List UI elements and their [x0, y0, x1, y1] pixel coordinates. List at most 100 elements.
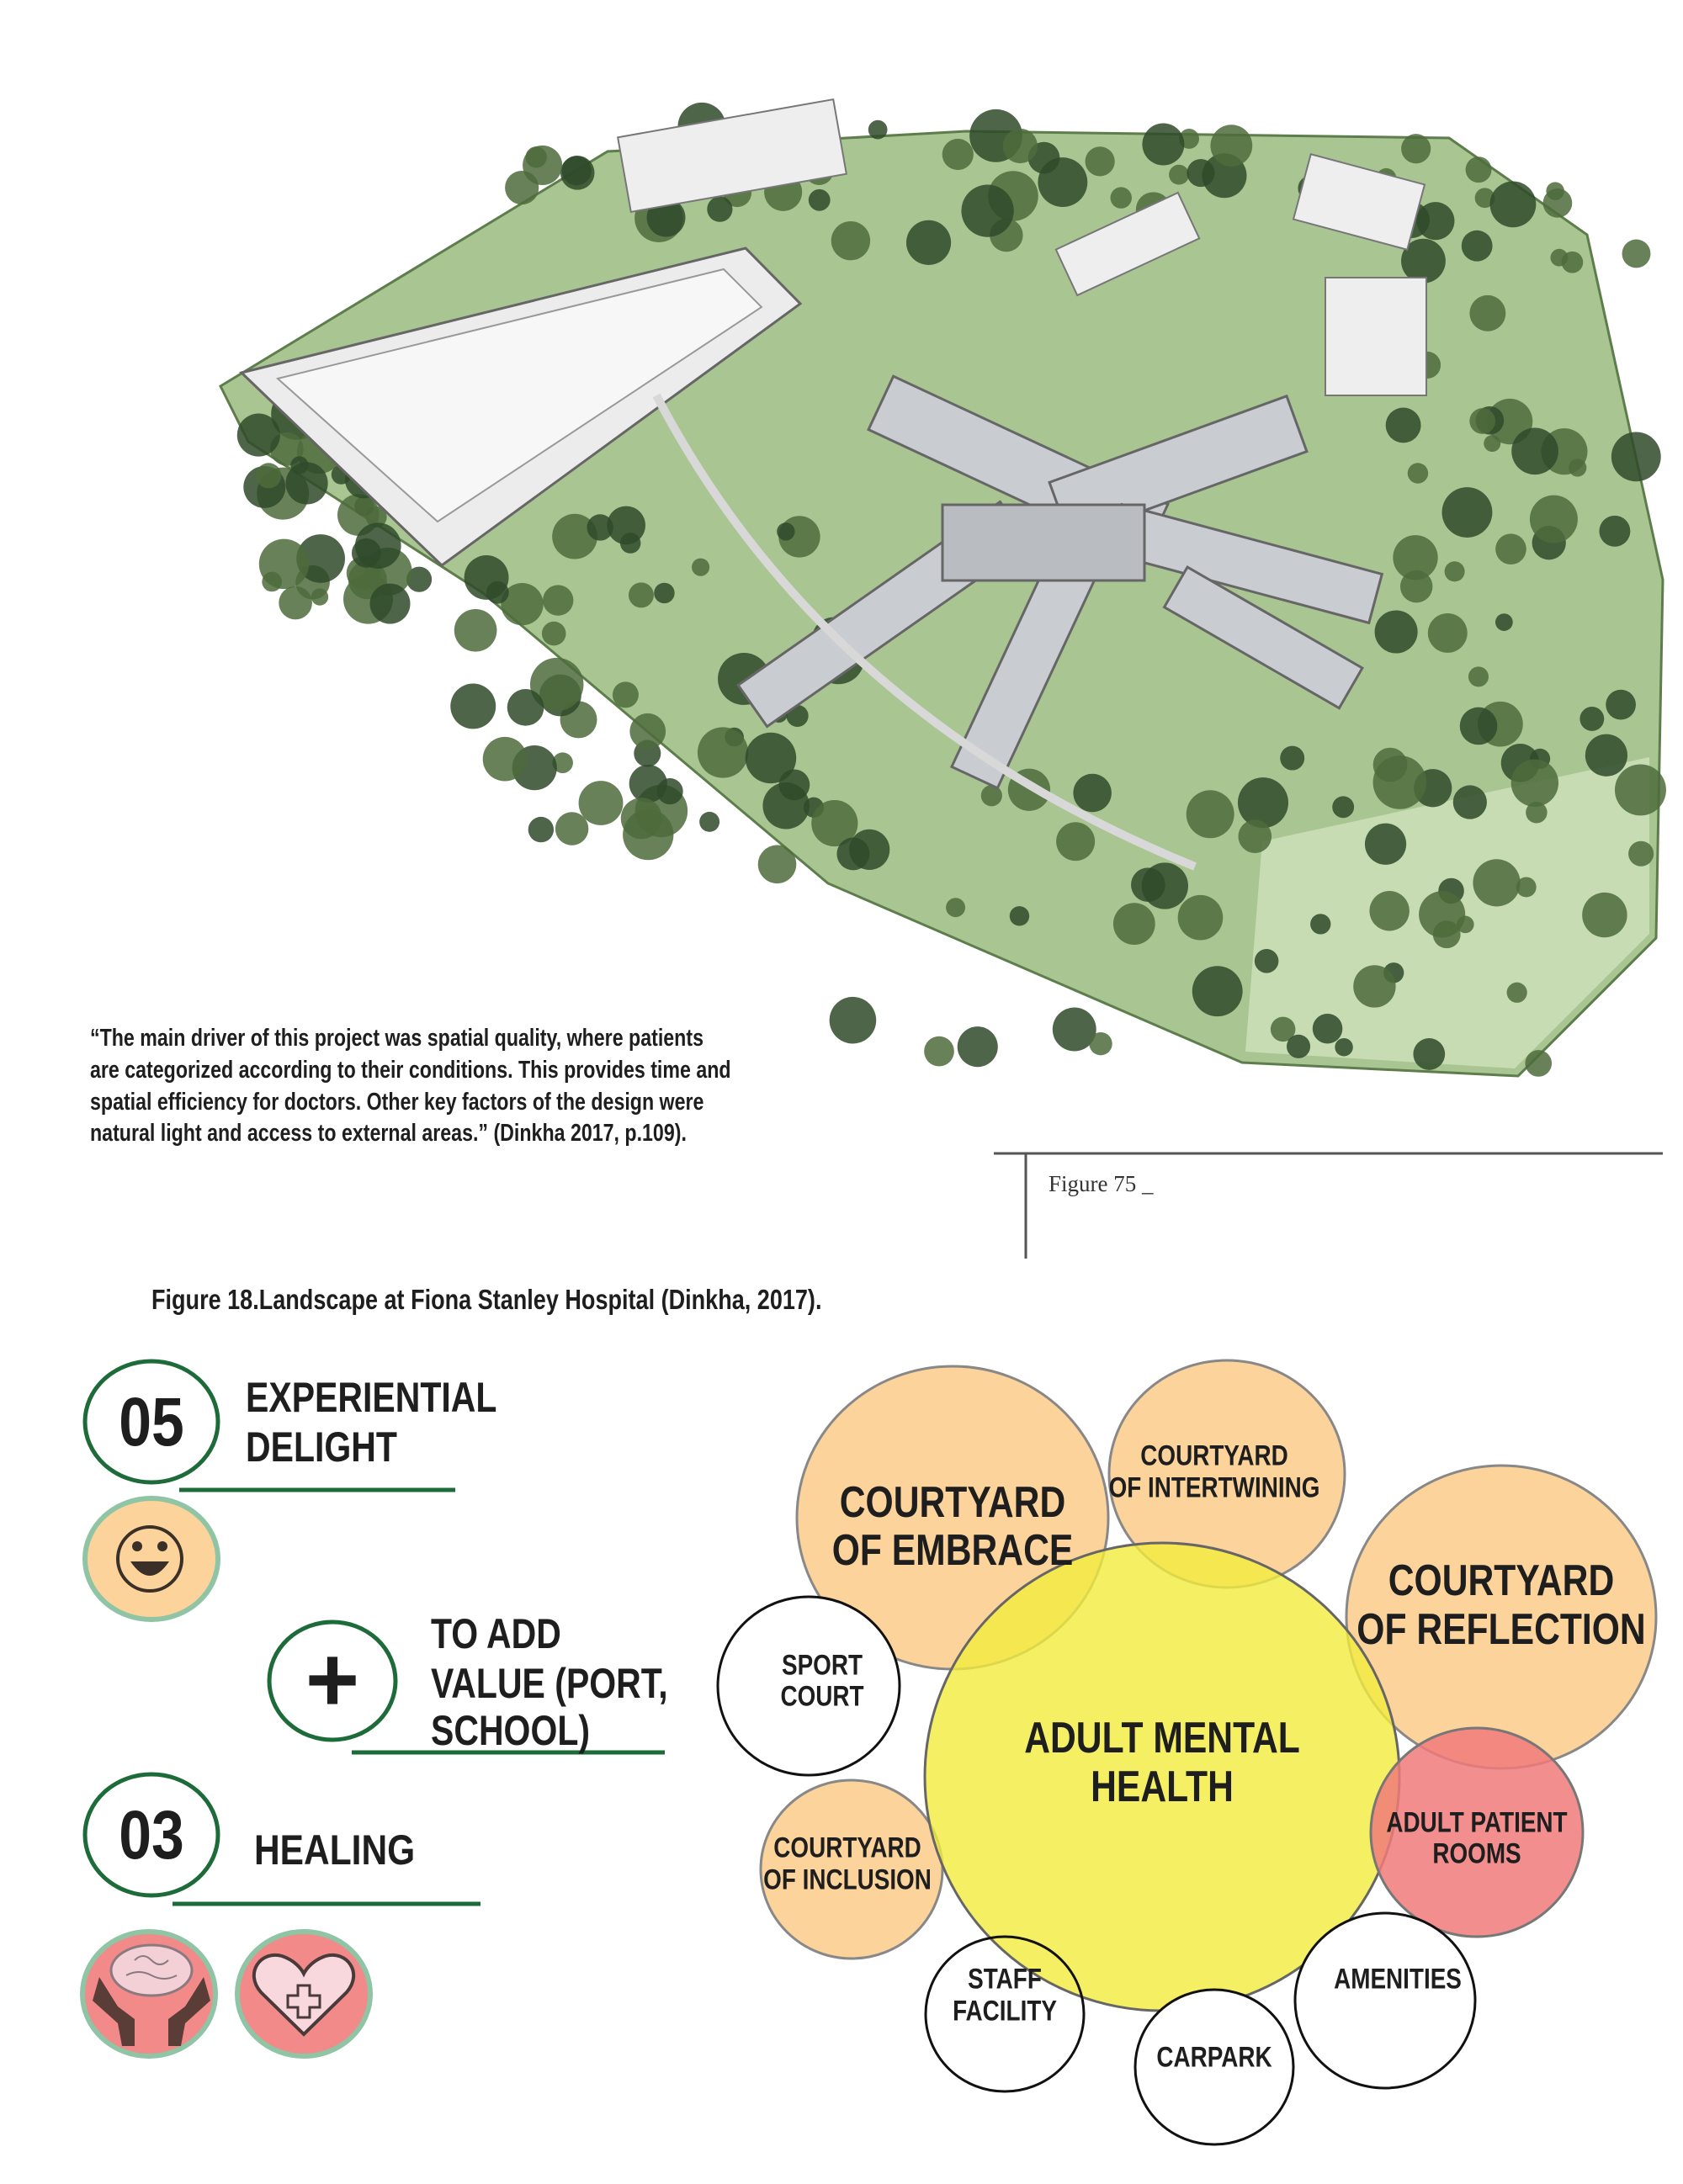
tree — [1210, 125, 1253, 167]
tree — [1056, 822, 1096, 861]
bubble-amenities — [1293, 1911, 1477, 2090]
tree — [831, 220, 871, 261]
tree — [868, 119, 888, 140]
tree — [1427, 613, 1468, 653]
tree — [1511, 427, 1558, 475]
tree — [1606, 689, 1636, 720]
tree — [957, 1026, 998, 1068]
smiley-icon — [82, 1496, 220, 1622]
tree — [961, 184, 1014, 237]
quote-line: natural light and access to external are… — [90, 1118, 687, 1146]
bubble-label: SPORT — [782, 1649, 863, 1681]
tree — [1516, 877, 1537, 898]
bubble-label: CARPARK — [1156, 2041, 1272, 2073]
principle-number: 03 — [119, 1797, 184, 1874]
tree — [1186, 790, 1234, 839]
principle-title-line: VALUE (PORT, — [431, 1660, 668, 1707]
tree — [1413, 1038, 1446, 1070]
courtyard-wings — [736, 374, 1384, 790]
figure-label: Figure 75 _ — [1049, 1171, 1154, 1196]
tree — [1495, 613, 1513, 631]
tree — [699, 811, 720, 832]
bubble-label: ROOMS — [1432, 1837, 1521, 1869]
tree — [555, 812, 589, 846]
tree — [612, 681, 639, 708]
tree — [1169, 164, 1189, 185]
tree — [1353, 965, 1396, 1008]
tree — [1002, 128, 1038, 164]
tree — [1611, 432, 1661, 482]
tree — [1310, 914, 1331, 935]
principle-number: 05 — [119, 1384, 184, 1461]
tree — [450, 683, 496, 729]
bubble-label: OF INTERTWINING — [1109, 1471, 1320, 1503]
tree — [1009, 906, 1030, 926]
bubble-label: COURT — [780, 1680, 863, 1712]
bubble-label: AMENITIES — [1334, 1963, 1462, 1995]
bubble-adult-patient-rooms — [1369, 1726, 1585, 1938]
tree — [1416, 202, 1455, 241]
tree — [1469, 408, 1496, 434]
tree — [946, 898, 966, 918]
tree — [811, 799, 858, 847]
tree — [942, 138, 974, 171]
tree — [1112, 903, 1155, 946]
quote-line: spatial efficiency for doctors. Other ke… — [90, 1087, 703, 1115]
tree — [1489, 181, 1537, 228]
tree — [1312, 1013, 1343, 1044]
tree — [587, 514, 613, 541]
tree — [1407, 463, 1429, 484]
brain-hands-icon — [80, 1929, 218, 2059]
bubble-diagram: COURTYARD OF EMBRACE COURTYARD OF INTERT… — [716, 1359, 1658, 2146]
principle-healing: 03 HEALING — [80, 1772, 480, 2059]
tree — [1444, 561, 1465, 582]
number-circle — [82, 1359, 220, 1485]
tree — [552, 513, 597, 559]
bubble-label: COURTYARD — [1388, 1556, 1614, 1605]
bubble-label: COURTYARD — [1140, 1439, 1287, 1471]
tree — [406, 566, 433, 592]
tree — [1628, 840, 1654, 867]
tree — [707, 196, 733, 222]
principle-title-line: EXPERIENTIAL — [246, 1374, 496, 1421]
tree — [543, 585, 574, 616]
tree — [849, 829, 890, 871]
tree — [808, 188, 831, 211]
tree — [1401, 134, 1431, 164]
tree — [1465, 156, 1492, 183]
tree — [541, 621, 566, 646]
tree — [525, 146, 547, 168]
tree — [1525, 1050, 1553, 1077]
tree — [654, 582, 675, 604]
tree — [1474, 188, 1495, 209]
principle-title-line: DELIGHT — [246, 1423, 397, 1471]
tree — [1089, 1031, 1112, 1056]
tree — [1506, 982, 1527, 1003]
tree — [1510, 759, 1559, 807]
tree — [628, 582, 654, 608]
tree — [745, 732, 797, 784]
tree — [757, 845, 797, 884]
tree — [1142, 123, 1185, 166]
tree — [1393, 535, 1438, 580]
bubble-label: ADULT PATIENT — [1386, 1806, 1567, 1838]
tree — [1085, 146, 1115, 177]
tree — [1484, 435, 1501, 453]
principle-experiential-delight: 05 EXPERIENTIAL DELIGHT — [82, 1359, 496, 1622]
tree — [1254, 949, 1279, 973]
tree — [1073, 773, 1112, 813]
tree — [1579, 707, 1605, 731]
quote-line: are categorized according to their condi… — [90, 1055, 731, 1083]
outbuildings — [617, 98, 1427, 396]
tree — [1468, 666, 1489, 687]
tree — [924, 1036, 954, 1067]
tree — [529, 657, 584, 712]
tree — [1280, 745, 1305, 771]
tree — [829, 996, 877, 1044]
tree — [1110, 187, 1132, 209]
tree — [501, 582, 544, 626]
tree — [507, 689, 544, 726]
tree — [296, 534, 345, 583]
bubble-label: HEALTH — [1091, 1763, 1234, 1811]
